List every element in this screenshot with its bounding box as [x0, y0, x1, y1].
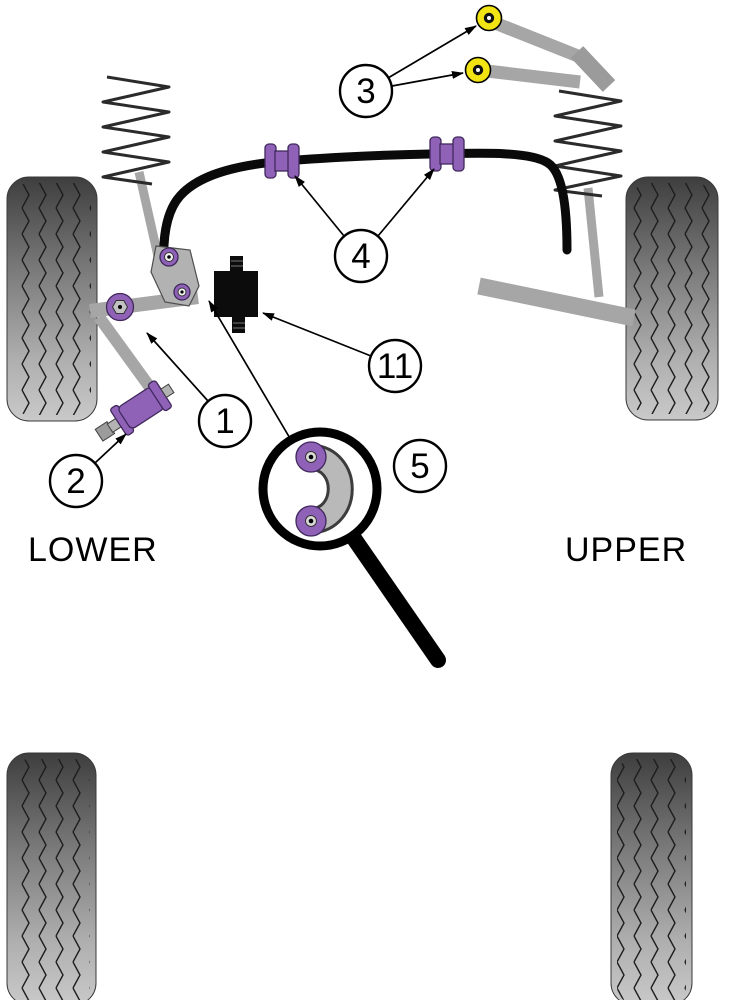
tie-bar-upper [492, 16, 591, 67]
callout-11-label: 11 [377, 347, 413, 386]
callout-1-label: 1 [215, 402, 234, 441]
engine-mount [214, 256, 258, 333]
upright-link [570, 46, 616, 92]
magnified-bush-bottom [295, 505, 327, 537]
tire-rear-left [6, 752, 97, 1000]
callout-5-label: 5 [410, 447, 429, 486]
callout-5[interactable]: 5 [392, 438, 448, 494]
magnifier-lens [258, 427, 382, 551]
bracket-bush-lower [173, 283, 191, 301]
tire-rear-right [610, 752, 693, 1000]
magnifier-handle [345, 529, 446, 668]
arb-bush-right [429, 136, 465, 172]
tie-bar-lower [486, 64, 581, 89]
leader-arrow-1 [146, 332, 209, 402]
arb-bush-left [264, 143, 300, 179]
leader-arrow-11 [262, 312, 372, 357]
leader-arrow-4b [377, 168, 435, 237]
lower-arm-left-rear-leg [94, 313, 162, 401]
magnifier-leader [208, 300, 292, 441]
callout-3[interactable]: 3 [338, 63, 394, 119]
leader-arrow-2 [94, 433, 127, 464]
callout-2[interactable]: 2 [48, 453, 104, 509]
callout-2-label: 2 [66, 462, 85, 501]
callout-11[interactable]: 11 [367, 338, 423, 394]
tire-front-right [625, 176, 719, 421]
yellow-bush-lower [464, 56, 492, 84]
leader-arrow-4a [294, 175, 345, 237]
lower-arm-rear-bush [94, 380, 175, 442]
leader-arrow-3a [387, 25, 477, 79]
magnified-bush-top [295, 441, 327, 473]
callout-4[interactable]: 4 [333, 228, 389, 284]
tire-front-left [6, 176, 98, 422]
leader-arrow-3b [391, 71, 464, 87]
strut-right [583, 187, 604, 298]
magnifier [258, 427, 446, 668]
label-lower: LOWER [28, 531, 158, 569]
anti-roll-bar [159, 148, 572, 297]
callout-4-label: 4 [351, 237, 370, 276]
upper-arm-right [477, 277, 636, 327]
yellow-bush-upper [475, 4, 503, 32]
bracket-bush-upper [159, 247, 179, 267]
label-upper: UPPER [565, 531, 687, 569]
callout-3-label: 3 [356, 72, 375, 111]
callout-1[interactable]: 1 [197, 393, 253, 449]
lower-arm-front-bush [105, 292, 135, 322]
coil-spring-right [553, 89, 623, 198]
coil-spring-left [101, 75, 171, 186]
